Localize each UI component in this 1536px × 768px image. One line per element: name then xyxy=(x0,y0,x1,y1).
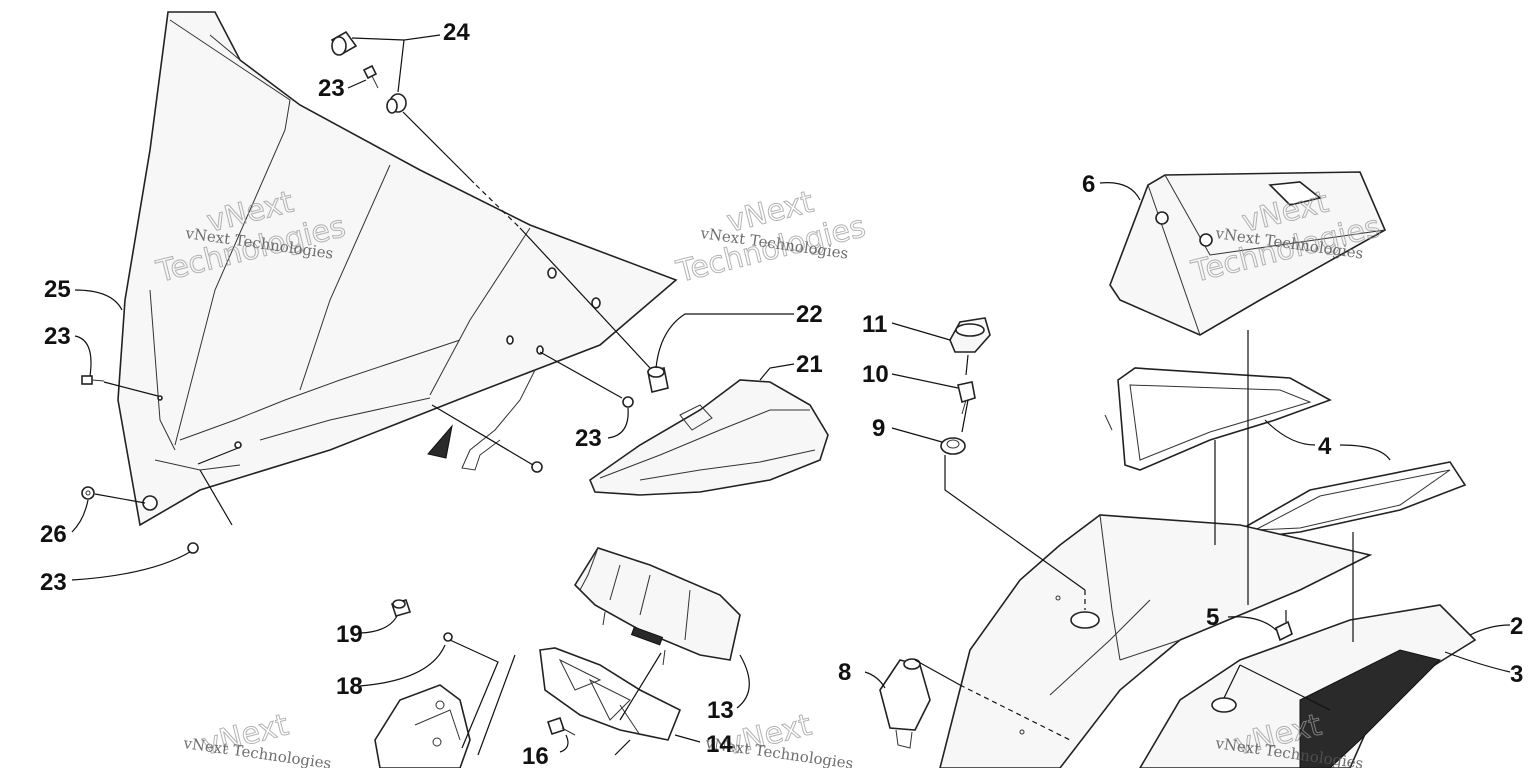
gauge-cluster-13 xyxy=(573,547,741,666)
watermark-bottom-left: vNext vNext Technologies xyxy=(181,707,332,768)
callout-23-left: 23 xyxy=(44,323,71,350)
callout-23-right: 23 xyxy=(575,425,602,452)
grommet-24-lower xyxy=(386,93,407,114)
switch-8 xyxy=(879,658,931,749)
callout-3: 3 xyxy=(1510,661,1523,688)
callout-23-top: 23 xyxy=(318,75,345,102)
callout-19: 19 xyxy=(336,621,363,648)
screw-23-top xyxy=(362,64,379,89)
nut-19 xyxy=(390,599,412,617)
callout-5: 5 xyxy=(1206,604,1219,631)
nut-23-bottom xyxy=(187,542,199,554)
callout-22: 22 xyxy=(796,301,823,328)
callout-10: 10 xyxy=(862,361,889,388)
lid-gasket-4-lower xyxy=(1238,461,1467,539)
callout-4: 4 xyxy=(1318,433,1332,460)
callout-18: 18 xyxy=(336,673,363,700)
direction-arrow-icon xyxy=(427,424,453,459)
windshield-part xyxy=(117,11,678,527)
callout-14: 14 xyxy=(706,731,733,758)
leader-lines xyxy=(71,34,1511,756)
ignition-nut-9 xyxy=(940,437,966,455)
screw-16 xyxy=(546,716,576,736)
dash-console-2 xyxy=(939,514,1477,768)
callout-23-bottom: 23 xyxy=(40,569,67,596)
washer-18 xyxy=(443,632,453,642)
ignition-cap-11 xyxy=(949,317,991,353)
callout-25: 25 xyxy=(44,276,71,303)
windshield-bracket xyxy=(461,369,536,471)
callout-21: 21 xyxy=(796,351,823,378)
screw-23-right-upper xyxy=(622,396,634,408)
gauge-bracket-14 xyxy=(539,647,682,741)
callout-16: 16 xyxy=(522,743,549,768)
lid-gasket-4-upper xyxy=(1104,367,1332,471)
ignition-key-10 xyxy=(957,381,976,415)
grommet-22 xyxy=(647,366,669,393)
screw-23-right-lower xyxy=(531,461,543,473)
callout-6: 6 xyxy=(1082,171,1095,198)
screw-23-left xyxy=(81,375,105,385)
watermark-center: vNext Technologies vNext Technologies xyxy=(672,184,869,290)
headlight-21 xyxy=(589,379,829,496)
storage-box-6 xyxy=(1109,171,1387,336)
callout-13: 13 xyxy=(707,697,734,724)
callout-labels: 24 23 25 23 26 23 23 22 21 11 10 9 6 4 5… xyxy=(40,19,1523,768)
washer-26 xyxy=(81,486,158,511)
callout-9: 9 xyxy=(872,415,885,442)
callout-8: 8 xyxy=(838,659,851,686)
mounting-bracket-lower-left xyxy=(374,684,471,768)
callout-26: 26 xyxy=(40,521,67,548)
callout-2: 2 xyxy=(1510,613,1523,640)
grommet-24-top xyxy=(330,30,358,56)
callout-11: 11 xyxy=(862,311,887,338)
screw-5 xyxy=(1275,620,1293,642)
callout-24: 24 xyxy=(443,19,470,46)
